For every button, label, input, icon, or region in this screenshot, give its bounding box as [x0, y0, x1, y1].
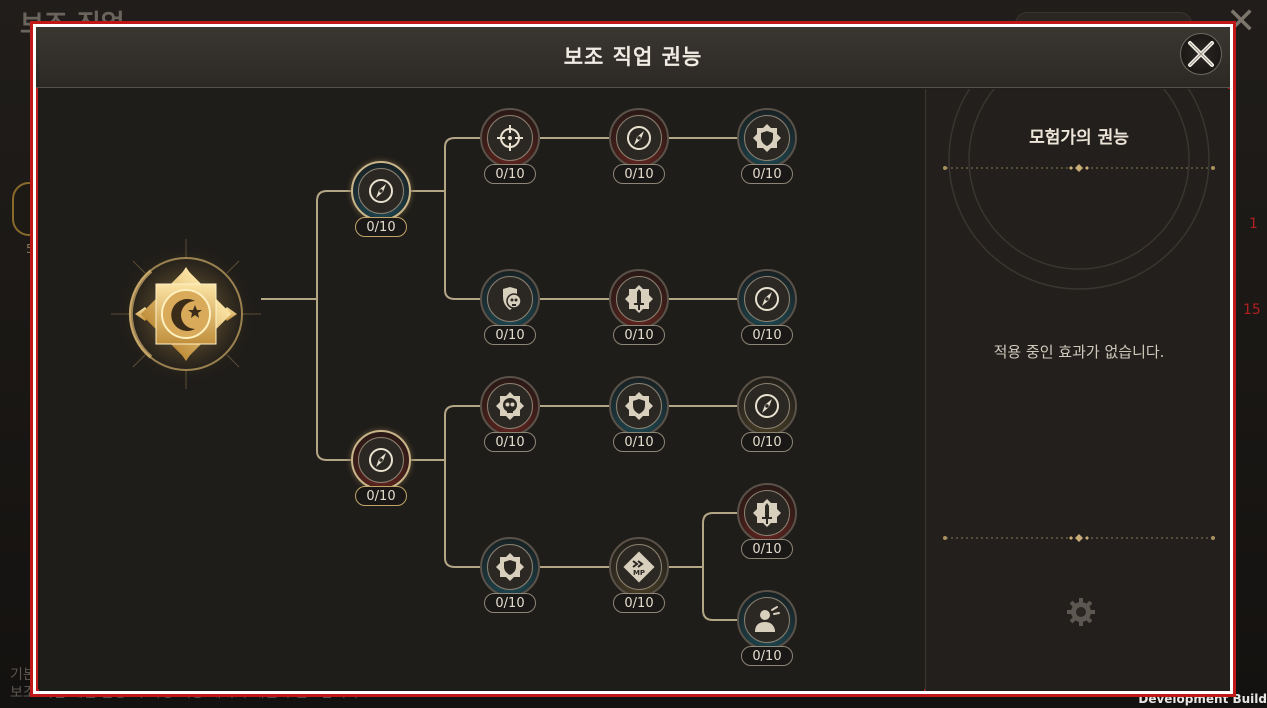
- skull-shield-icon: [503, 287, 522, 310]
- skill-node-progress: 0/10: [484, 325, 536, 345]
- background-number-1: 1: [1249, 216, 1258, 232]
- skill-node-frame: [616, 383, 662, 429]
- skill-node-n3[interactable]: [737, 108, 797, 168]
- side-panel-decoration: [948, 89, 1210, 290]
- root-emblem-node[interactable]: [111, 239, 261, 389]
- divider-top: [943, 164, 1215, 172]
- side-panel-title: 모험가의 권능: [1029, 128, 1129, 148]
- close-x-icon: [1188, 41, 1214, 67]
- skill-node-frame: [487, 383, 533, 429]
- skill-node-b1[interactable]: [351, 161, 411, 221]
- skill-node-n8[interactable]: [609, 376, 669, 436]
- skill-node-progress: 0/10: [484, 432, 536, 452]
- skill-node-b2[interactable]: [351, 430, 411, 490]
- skill-node-progress: 0/10: [613, 593, 665, 613]
- divider-bottom: [943, 534, 1215, 542]
- skill-node-progress: 0/10: [355, 217, 407, 237]
- skill-node-progress: 0/10: [484, 593, 536, 613]
- skull-badge-icon: [496, 392, 524, 420]
- background-node-label: 5: [26, 242, 34, 256]
- skill-node-frame: [744, 276, 790, 322]
- skill-node-n2[interactable]: [609, 108, 669, 168]
- sword-badge-icon: [625, 285, 653, 313]
- skill-node-n12[interactable]: MP: [609, 537, 669, 597]
- skill-node-n7[interactable]: [480, 376, 540, 436]
- gear-icon: [1067, 598, 1095, 626]
- mp-boost-icon: MP: [623, 551, 655, 583]
- skill-node-progress: 0/10: [613, 164, 665, 184]
- skill-node-frame: [744, 383, 790, 429]
- skill-node-frame: [487, 115, 533, 161]
- skill-node-progress: 0/10: [741, 646, 793, 666]
- crescent-star-emblem-icon: [111, 239, 261, 389]
- skill-node-progress: 0/10: [741, 164, 793, 184]
- skill-tree-panel: 0/10 0/10 0/10 0/10 0/10 0/10 0/10 0/10 0/10 0/10…: [39, 89, 924, 691]
- skill-node-n13[interactable]: [737, 590, 797, 650]
- skill-node-progress: 0/10: [741, 325, 793, 345]
- skill-node-progress: 0/10: [355, 486, 407, 506]
- empty-effects-message: 적용 중인 효과가 없습니다.: [993, 343, 1165, 361]
- skill-node-progress: 0/10: [613, 325, 665, 345]
- tree-connector-lines: [261, 137, 737, 621]
- skill-node-n9[interactable]: [737, 376, 797, 436]
- skill-node-n5[interactable]: [609, 269, 669, 329]
- skill-node-frame: [744, 490, 790, 536]
- shield-badge-icon: [625, 392, 653, 420]
- skill-node-n1[interactable]: [480, 108, 540, 168]
- skill-node-frame: [358, 437, 404, 483]
- skill-node-frame: [487, 544, 533, 590]
- compass-icon: [755, 287, 779, 311]
- sword-badge-icon: [753, 499, 781, 527]
- skill-node-frame: MP: [616, 544, 662, 590]
- skill-node-frame: [616, 115, 662, 161]
- skill-node-n10[interactable]: [737, 483, 797, 543]
- crosshair-icon: [497, 125, 523, 151]
- modal-title: 보조 직업 권능: [563, 45, 703, 69]
- compass-icon: [369, 448, 393, 472]
- skill-node-frame: [487, 276, 533, 322]
- background-number-2: 15: [1243, 302, 1261, 318]
- compass-icon: [755, 394, 779, 418]
- skill-node-progress: 0/10: [741, 432, 793, 452]
- close-button[interactable]: [1180, 33, 1222, 75]
- svg-text:MP: MP: [633, 569, 645, 577]
- shield-badge-icon: [496, 553, 524, 581]
- person-silhouette-icon: [755, 606, 780, 632]
- shield-badge-icon: [753, 124, 781, 152]
- background-bottom-line-1: 기본: [10, 667, 36, 683]
- skill-node-frame: [744, 597, 790, 643]
- skill-node-n6[interactable]: [737, 269, 797, 329]
- modal-header: 보조 직업 권능: [36, 27, 1230, 88]
- side-info-panel: 모험가의 권능 적용 중인 효과가 없습니다.: [925, 89, 1230, 691]
- skill-node-progress: 0/10: [613, 432, 665, 452]
- skill-node-progress: 0/10: [484, 164, 536, 184]
- skill-node-n11[interactable]: [480, 537, 540, 597]
- compass-icon: [627, 126, 651, 150]
- skill-node-frame: [744, 115, 790, 161]
- skill-node-n4[interactable]: [480, 269, 540, 329]
- sub-job-power-modal: 보조 직업 권능: [33, 24, 1233, 694]
- skill-node-frame: [358, 168, 404, 214]
- compass-icon: [369, 179, 393, 203]
- skill-node-progress: 0/10: [741, 539, 793, 559]
- development-build-label: Development Build: [1138, 692, 1267, 706]
- skill-node-frame: [616, 276, 662, 322]
